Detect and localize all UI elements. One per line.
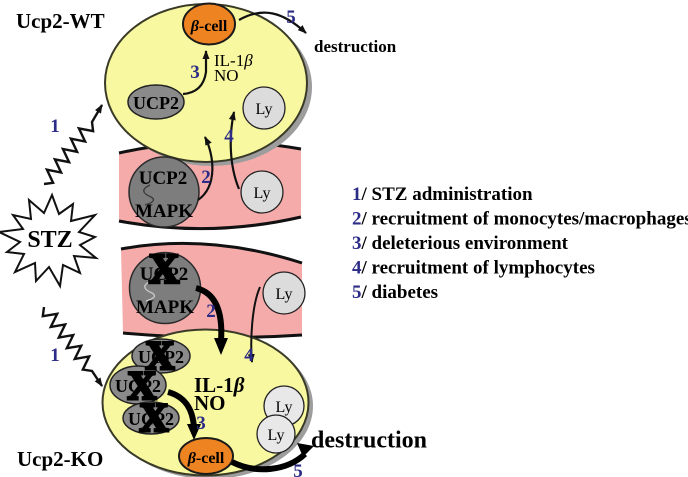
svg-text:UCP2: UCP2 [140, 264, 189, 285]
svg-text:1: 1 [50, 116, 60, 137]
svg-text:5/ diabetes: 5/ diabetes [352, 282, 438, 303]
svg-text:1/ STZ administration: 1/ STZ administration [352, 184, 533, 205]
svg-text:UCP2: UCP2 [128, 409, 174, 429]
svg-text:UCP2: UCP2 [138, 347, 184, 367]
svg-text:X: X [146, 333, 175, 378]
svg-text:UCP2: UCP2 [133, 93, 179, 113]
svg-text:β-cell: β-cell [187, 450, 225, 467]
svg-text:MAPK: MAPK [136, 297, 194, 318]
svg-text:4: 4 [244, 345, 254, 366]
svg-text:UCP2: UCP2 [139, 168, 188, 189]
svg-text:destruction: destruction [314, 37, 397, 56]
svg-text:5: 5 [286, 7, 296, 28]
svg-text:4: 4 [224, 126, 234, 147]
svg-text:Ly: Ly [268, 427, 285, 444]
svg-text:2/ recruitment of monocytes/ma: 2/ recruitment of monocytes/macrophages [352, 209, 688, 230]
svg-text:4/ recruitment of lymphocytes: 4/ recruitment of lymphocytes [352, 258, 595, 279]
svg-text:5: 5 [293, 461, 303, 477]
svg-text:Ly: Ly [256, 101, 273, 118]
svg-text:Ly: Ly [276, 399, 293, 416]
svg-text:X: X [128, 363, 157, 408]
svg-text:NO: NO [194, 391, 226, 415]
svg-text:Ucp2-KO: Ucp2-KO [17, 447, 103, 471]
svg-text:3/ deleterious environment: 3/ deleterious environment [352, 233, 569, 254]
svg-text:Ucp2-WT: Ucp2-WT [16, 9, 105, 33]
svg-text:STZ: STZ [27, 227, 72, 253]
svg-text:UCP2: UCP2 [115, 376, 161, 396]
svg-text:NO: NO [214, 66, 239, 85]
svg-text:Ly: Ly [254, 185, 271, 202]
svg-text:X: X [149, 247, 179, 293]
svg-text:3: 3 [196, 413, 206, 434]
svg-text:2: 2 [201, 167, 211, 188]
svg-text:1: 1 [50, 345, 60, 366]
svg-text:Ly: Ly [276, 286, 293, 303]
svg-text:IL-1β: IL-1β [214, 51, 253, 70]
svg-text:destruction: destruction [311, 428, 427, 454]
svg-text:β-cell: β-cell [190, 18, 228, 35]
svg-text:3: 3 [190, 62, 200, 83]
svg-text:X: X [140, 395, 169, 440]
svg-text:2: 2 [206, 301, 216, 322]
svg-text:IL-1β: IL-1β [194, 373, 245, 397]
svg-text:MAPK: MAPK [135, 201, 193, 222]
